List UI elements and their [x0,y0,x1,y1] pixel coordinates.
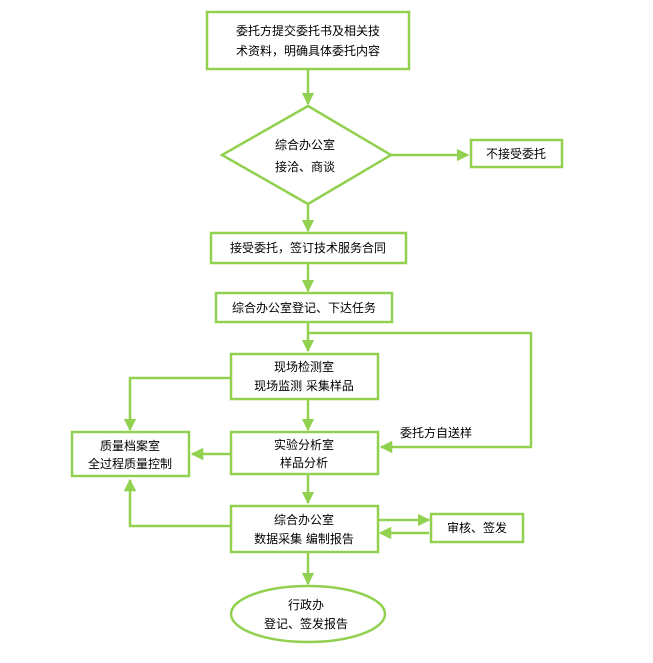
node-analysis-lab: 实验分析室 样品分析 [229,430,380,476]
node-register: 综合办公室登记、下达任务 [214,291,394,324]
node-office-decision: 综合办公室 接洽、商谈 [219,104,394,206]
node-field-lab-line1: 现场检测室 [274,359,334,374]
edge-register-to-analysis [308,331,533,454]
node-office-decision-line1: 综合办公室 [275,137,335,152]
node-submit-line2: 术资料，明确具体委托内容 [236,43,380,58]
node-analysis-lab-line1: 实验分析室 [274,437,334,452]
node-report-line1: 综合办公室 [274,512,334,527]
node-analysis-lab-line2: 样品分析 [280,455,328,470]
node-report-line2: 数据采集 编制报告 [254,531,354,546]
edge-report-to-archive [123,478,230,528]
node-archive-line2: 全过程质量控制 [88,456,172,471]
node-accept-label: 接受委托，签订技术服务合同 [230,240,386,255]
node-archive-line1: 质量档案室 [100,438,160,453]
edge-field-to-archive [123,376,230,432]
node-report: 综合办公室 数据采集 编制报告 [229,504,380,554]
node-admin-line1: 行政办 [288,597,324,612]
node-admin-line2: 登记、签发报告 [264,616,348,631]
node-admin: 行政办 登记、签发报告 [229,584,387,644]
node-office-decision-line2: 接洽、商谈 [275,159,335,174]
node-review: 审核、签发 [429,512,525,544]
node-reject-label: 不接受委托 [486,146,546,161]
node-field-lab: 现场检测室 现场监测 采集样品 [229,352,380,401]
node-review-label: 审核、签发 [447,520,507,535]
node-submit: 委托方提交委托书及相关技 术资料，明确具体委托内容 [205,10,411,71]
node-register-label: 综合办公室登记、下达任务 [232,300,376,315]
edge-label-self-delivery: 委托方自送样 [400,425,472,440]
node-field-lab-line2: 现场监测 采集样品 [254,378,354,393]
node-reject: 不接受委托 [469,138,564,169]
node-archive: 质量档案室 全过程质量控制 [70,430,191,478]
edges [123,70,533,586]
node-submit-line1: 委托方提交委托书及相关技 [236,23,380,38]
node-accept: 接受委托，签订技术服务合同 [209,231,408,265]
